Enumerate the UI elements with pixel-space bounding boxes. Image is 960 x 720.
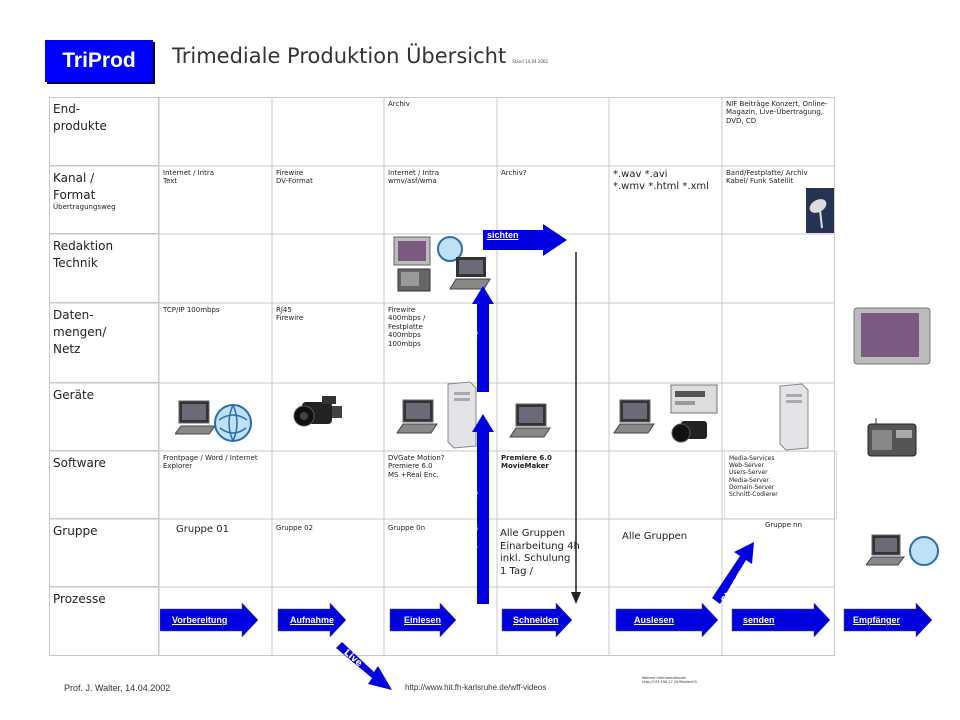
cell-gruppe-6: Gruppe nn: [765, 521, 803, 529]
flow-line: [571, 252, 581, 604]
cell-endprodukte-archiv: Archiv: [388, 100, 410, 108]
cell-software-3: DVGate Motion? Premiere 6.0 MS +Real Enc…: [388, 454, 445, 479]
radio-icon: [867, 418, 917, 457]
arrow-vorbereitung: [160, 603, 259, 637]
cell-daten-1: TCP/IP 100mbps: [163, 306, 220, 314]
row-label: Kanal / Format: [53, 171, 96, 202]
arrow-stream-diag: [712, 542, 754, 604]
label-aufnahme: Aufnahme: [290, 615, 335, 625]
label-senden: senden: [743, 615, 775, 625]
cell-kanal-2: Firewire DV-Format: [276, 169, 313, 186]
arrow-aufnahme: [277, 603, 347, 637]
arrow-empfaenger: [843, 603, 933, 637]
arrow-auslesen: [615, 603, 719, 637]
cell-gruppe-1: Gruppe 01: [176, 524, 229, 535]
pc-tower-icon: [779, 383, 809, 451]
arrow-schneiden: [501, 603, 573, 637]
cell-gruppe-5: Alle Gruppen: [622, 531, 688, 542]
process-arrows: [160, 603, 933, 637]
cell-daten-3: Firewire 400mbps / Festplatte 400mbps 10…: [388, 306, 426, 348]
row-label: Redaktion Technik: [53, 239, 114, 270]
satellite-dish-icon: [806, 188, 834, 233]
arrow-stream-senden: [472, 414, 494, 604]
cell-endprodukte-nif: NIF Beiträge Konzert, Online-Magazin, Li…: [726, 100, 828, 125]
cell-daten-2: RJ45 Firewire: [276, 306, 304, 323]
cell-kanal-6: Band/Festplatte/ Archiv Kabel/ Funk Sate…: [726, 169, 808, 186]
label-auslesen: Auslesen: [634, 615, 675, 625]
vcr-camcorder-icon: [670, 384, 718, 443]
laptop-icon: [613, 399, 655, 434]
arrow-live: [336, 642, 392, 690]
tv-icon: [853, 307, 931, 365]
cell-gruppe-4: Alle Gruppen Einarbeitung 4h inkl. Schul…: [500, 528, 580, 577]
row-label: Prozesse: [53, 592, 106, 606]
cell-kanal-3: Internet / Intra wmv/asf/wma: [388, 169, 440, 186]
cell-kanal-4: Archiv?: [501, 169, 527, 177]
arrow-stream-up: [472, 286, 494, 392]
cell-kanal-1: Internet / Intra Text: [163, 169, 215, 186]
label-stream-up: Stream: [468, 330, 478, 363]
laptop-icon: [509, 403, 551, 438]
pc-tower-icon: [447, 381, 477, 449]
label-schneiden: Schneiden: [513, 615, 559, 625]
row-label: Gruppe: [53, 524, 98, 538]
cell-software-6: Media-Services Web-Server Users-Server M…: [724, 451, 837, 519]
row-label: Geräte: [53, 388, 95, 402]
label-sichten: sichten: [487, 230, 519, 240]
label-vorbereitung: Vorbereitung: [172, 615, 228, 625]
label-einlesen: Einlesen: [404, 615, 442, 625]
cell-kanal-5: *.wav *.avi *.wmv *.html *.xml: [613, 169, 709, 192]
arrow-einlesen: [389, 603, 457, 637]
cell-software-1: Frontpage / Word / Internet Explorer: [163, 454, 258, 471]
cell-gruppe-2: Gruppe 02: [276, 524, 314, 532]
row-sublabel: Übertragungsweg: [53, 202, 116, 211]
label-empfaenger: Empfänger: [853, 615, 901, 625]
row-label: End- produkte: [53, 102, 107, 133]
laptop-globe-icon: [175, 400, 252, 442]
footer-author: Prof. J. Walter, 14.04.2002: [64, 683, 171, 693]
label-stream-senden: Stream/Senden: [468, 490, 478, 560]
title-date: Stand 14.04.2002: [512, 59, 548, 64]
editing-station-icon: [393, 236, 491, 292]
laptop-globe-icon: [866, 534, 939, 566]
footer-url[interactable]: http://www.hit.fh-karlsruhe.de/wff-video…: [405, 683, 547, 692]
grid-lines: [49, 97, 835, 656]
title-text: Trimediale Produktion Übersicht: [172, 44, 507, 68]
row-label: Software: [53, 456, 106, 470]
cell-software-4: Premiere 6.0 MovieMaker: [501, 454, 552, 471]
camcorder-icon: [293, 396, 342, 427]
logo: TriProd: [45, 40, 153, 82]
arrow-sichten: [483, 224, 567, 256]
footer-note: Weitere Internetadressen http://193.196.…: [642, 676, 697, 685]
arrow-senden: [731, 603, 831, 637]
cell-gruppe-3: Gruppe 0n: [388, 524, 426, 532]
row-label: Daten- mengen/ Netz: [53, 308, 107, 356]
laptop-icon: [396, 399, 438, 434]
